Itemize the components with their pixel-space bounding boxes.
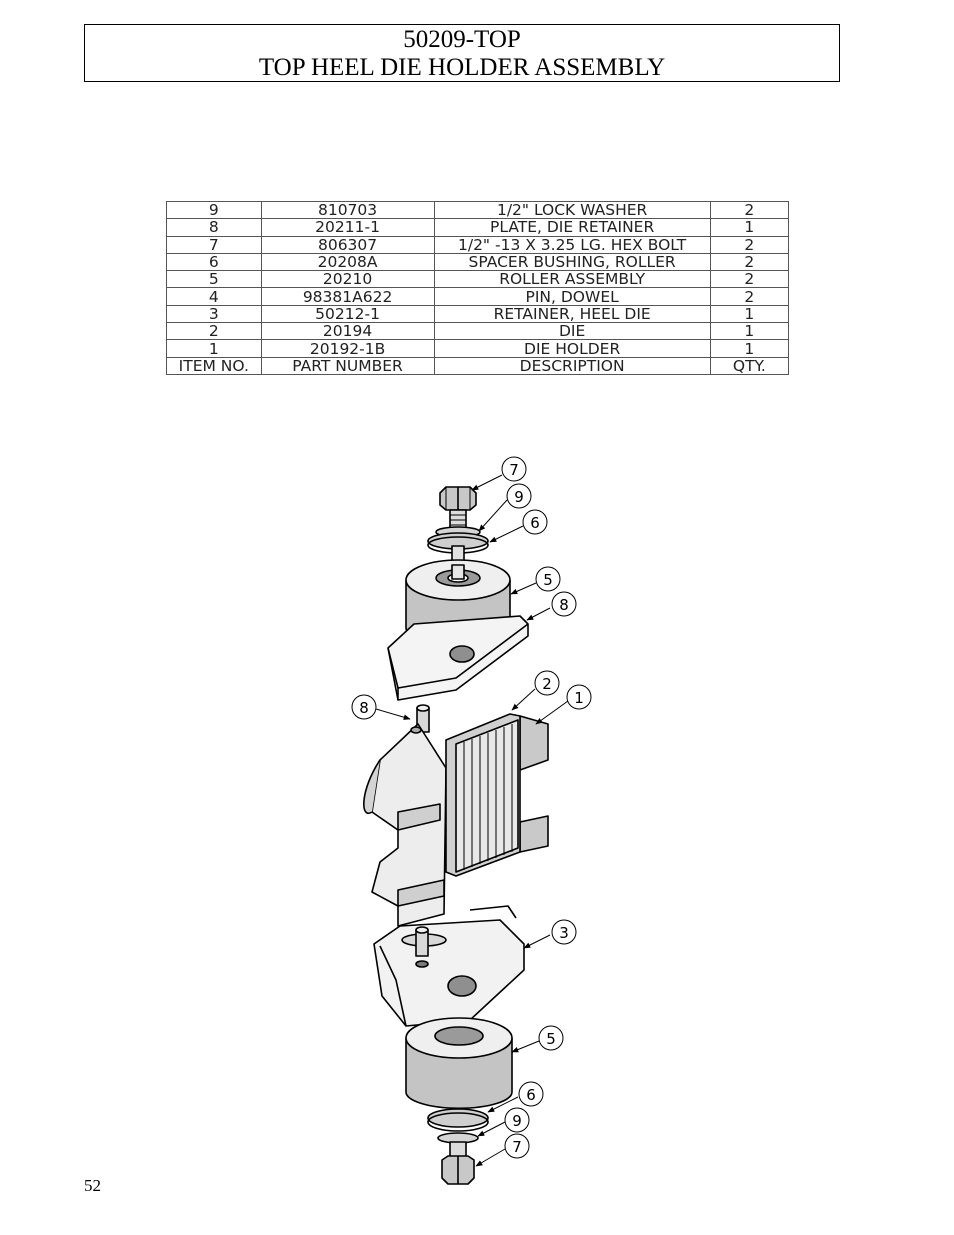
die-retainer-plate (387, 615, 529, 701)
header-part-number: PART NUMBER (260, 356, 435, 375)
balloon-label: 6 (530, 514, 540, 532)
leader-die (511, 688, 536, 711)
balloon-5-top: 5 (535, 566, 561, 592)
leader-bottom-roller (511, 1040, 540, 1053)
page-number: 52 (84, 1176, 101, 1195)
table-row: 3 50212-1 RETAINER, HEEL DIE 1 (166, 304, 790, 324)
leader-retainer-plate (526, 607, 551, 621)
balloon-8-left: 8 (351, 694, 377, 720)
leader-top-washer (478, 499, 508, 532)
balloon-label: 1 (574, 689, 584, 707)
balloon-3: 3 (551, 919, 577, 945)
balloon-label: 5 (543, 571, 553, 589)
balloon-label: 9 (512, 1112, 522, 1130)
leader-dowel-pin (375, 708, 411, 720)
table-row: 4 98381A622 PIN, DOWEL 2 (166, 287, 790, 306)
description-cell: DIE HOLDER (433, 339, 711, 358)
part-number-cell: 20192-1B (260, 339, 435, 358)
table-header-row: ITEM NO. PART NUMBER DESCRIPTION QTY. (166, 356, 790, 375)
leader-die-holder (535, 700, 569, 725)
balloon-label: 9 (514, 488, 524, 506)
leader-bottom-bolt (475, 1148, 506, 1167)
balloon-label: 7 (509, 461, 519, 479)
header-item-no: ITEM NO. (166, 356, 262, 375)
balloon-7-bottom: 7 (504, 1133, 530, 1159)
top-hex-bolt (439, 486, 477, 531)
leader-bottom-spacer (487, 1096, 519, 1113)
leader-top-roller (510, 582, 537, 595)
part-number-cell: 20210 (260, 270, 435, 289)
lower-dowel-pin (415, 926, 429, 968)
part-code: 50209-TOP (403, 26, 521, 53)
heel-die (445, 713, 521, 877)
table-row: 1 20192-1B DIE HOLDER 1 (166, 339, 790, 358)
balloon-2: 2 (534, 670, 560, 696)
leader-heel-die-retainer (523, 934, 551, 949)
header-qty: QTY. (709, 356, 790, 375)
balloon-label: 6 (526, 1086, 536, 1104)
heel-die-retainer (373, 905, 525, 1027)
balloon-label: 2 (542, 675, 552, 693)
balloon-6-bottom: 6 (518, 1081, 544, 1107)
balloon-label: 8 (559, 596, 569, 614)
balloon-9-bottom: 9 (504, 1107, 530, 1133)
balloon-label: 3 (559, 924, 569, 942)
balloon-8-right: 8 (551, 591, 577, 617)
table-row: 5 20210 ROLLER ASSEMBLY 2 (166, 270, 790, 289)
bottom-roller-assembly (405, 1017, 513, 1110)
bottom-spacer-bushing (427, 1108, 489, 1132)
table-row: 8 20211-1 PLATE, DIE RETAINER 1 (166, 218, 790, 237)
title-block: 50209-TOP TOP HEEL DIE HOLDER ASSEMBLY (84, 24, 840, 82)
balloon-label: 7 (512, 1138, 522, 1156)
table-row: 9 810703 1/2" LOCK WASHER 2 (166, 200, 790, 220)
leader-bottom-washer (477, 1121, 506, 1137)
bottom-hex-bolt (441, 1141, 475, 1185)
balloon-label: 5 (546, 1030, 556, 1048)
leader-top-spacer (489, 525, 524, 543)
balloon-9-top: 9 (506, 483, 532, 509)
header-description: DESCRIPTION (433, 356, 711, 375)
die-holder (363, 715, 549, 927)
description-cell: ROLLER ASSEMBLY (433, 270, 711, 289)
part-number-cell: 98381A622 (260, 287, 435, 306)
balloon-7-top: 7 (501, 456, 527, 482)
balloon-5-bottom: 5 (538, 1025, 564, 1051)
leader-top-bolt (471, 474, 503, 491)
bill-of-materials-table: 9 810703 1/2" LOCK WASHER 2 8 20211-1 PL… (166, 200, 790, 375)
assembly-title: TOP HEEL DIE HOLDER ASSEMBLY (258, 54, 666, 81)
balloon-label: 8 (359, 699, 369, 717)
balloon-6-top: 6 (522, 509, 548, 535)
balloon-1: 1 (566, 684, 592, 710)
table-row: 7 806307 1/2" -13 X 3.25 LG. HEX BOLT 2 (166, 235, 790, 254)
